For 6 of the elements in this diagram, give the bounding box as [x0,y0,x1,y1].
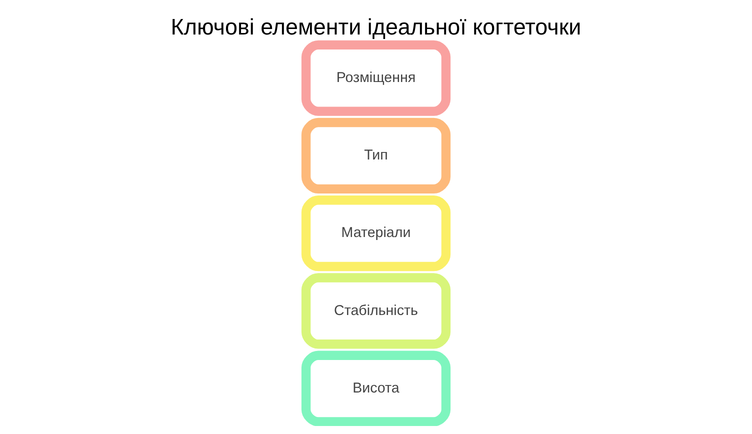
node-box: Матеріали [301,196,451,272]
diagram-title: Ключові елементи ідеальної когтеточки [170,14,582,40]
node-box: Стабільність [301,273,451,349]
node-box: Розміщення [301,40,451,116]
node-box: Висота [301,350,451,426]
node-box: Тип [301,118,451,194]
